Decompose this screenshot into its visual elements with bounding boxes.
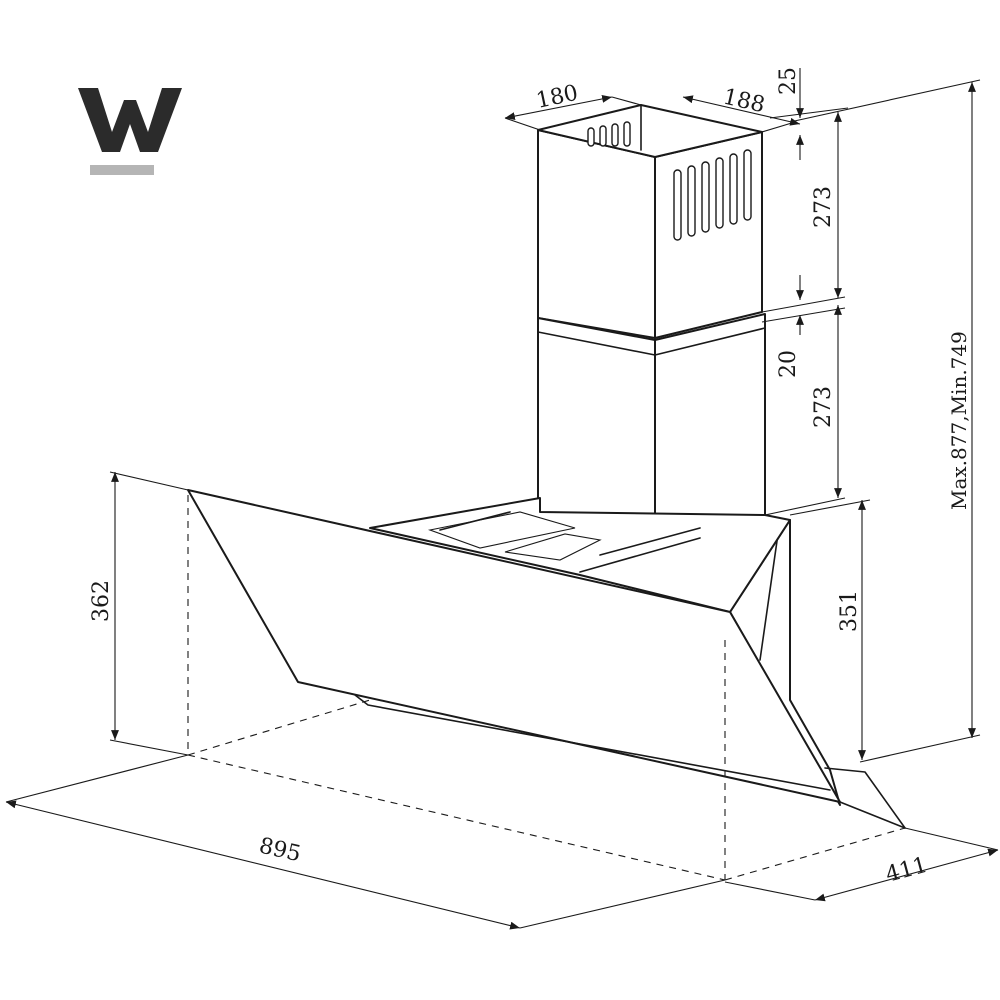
upper-chimney-vents (587, 121, 752, 241)
dim-upper-chimney-height: 273 (811, 186, 836, 228)
dim-top-gap: 25 (776, 67, 801, 95)
upper-chimney-left-face (537, 129, 656, 339)
dim-hood-depth: 411 (883, 853, 930, 888)
brand-logo (78, 88, 182, 175)
dim-chimney-gap: 20 (776, 350, 801, 378)
dim-chimney-depth: 188 (721, 84, 768, 118)
hood-top-plate (369, 497, 791, 613)
dim-chimney-width: 180 (534, 81, 580, 114)
dimension-lines (5, 68, 999, 930)
logo-bar (90, 165, 154, 175)
hood-body (187, 489, 906, 829)
chimney (537, 104, 796, 541)
dim-lower-chimney-height: 273 (811, 386, 836, 428)
dimension-labels: 180 188 25 273 20 273 Max.877,Min.749 35… (89, 67, 971, 888)
dim-hood-back-height: 351 (837, 590, 862, 632)
logo-w-mark (78, 88, 182, 152)
dim-hood-width: 895 (257, 833, 304, 867)
dim-total-height: Max.877,Min.749 (947, 331, 971, 510)
dim-hood-front-height: 362 (89, 580, 114, 622)
hood-underside (354, 694, 831, 791)
lower-chimney-right-face (654, 313, 766, 541)
